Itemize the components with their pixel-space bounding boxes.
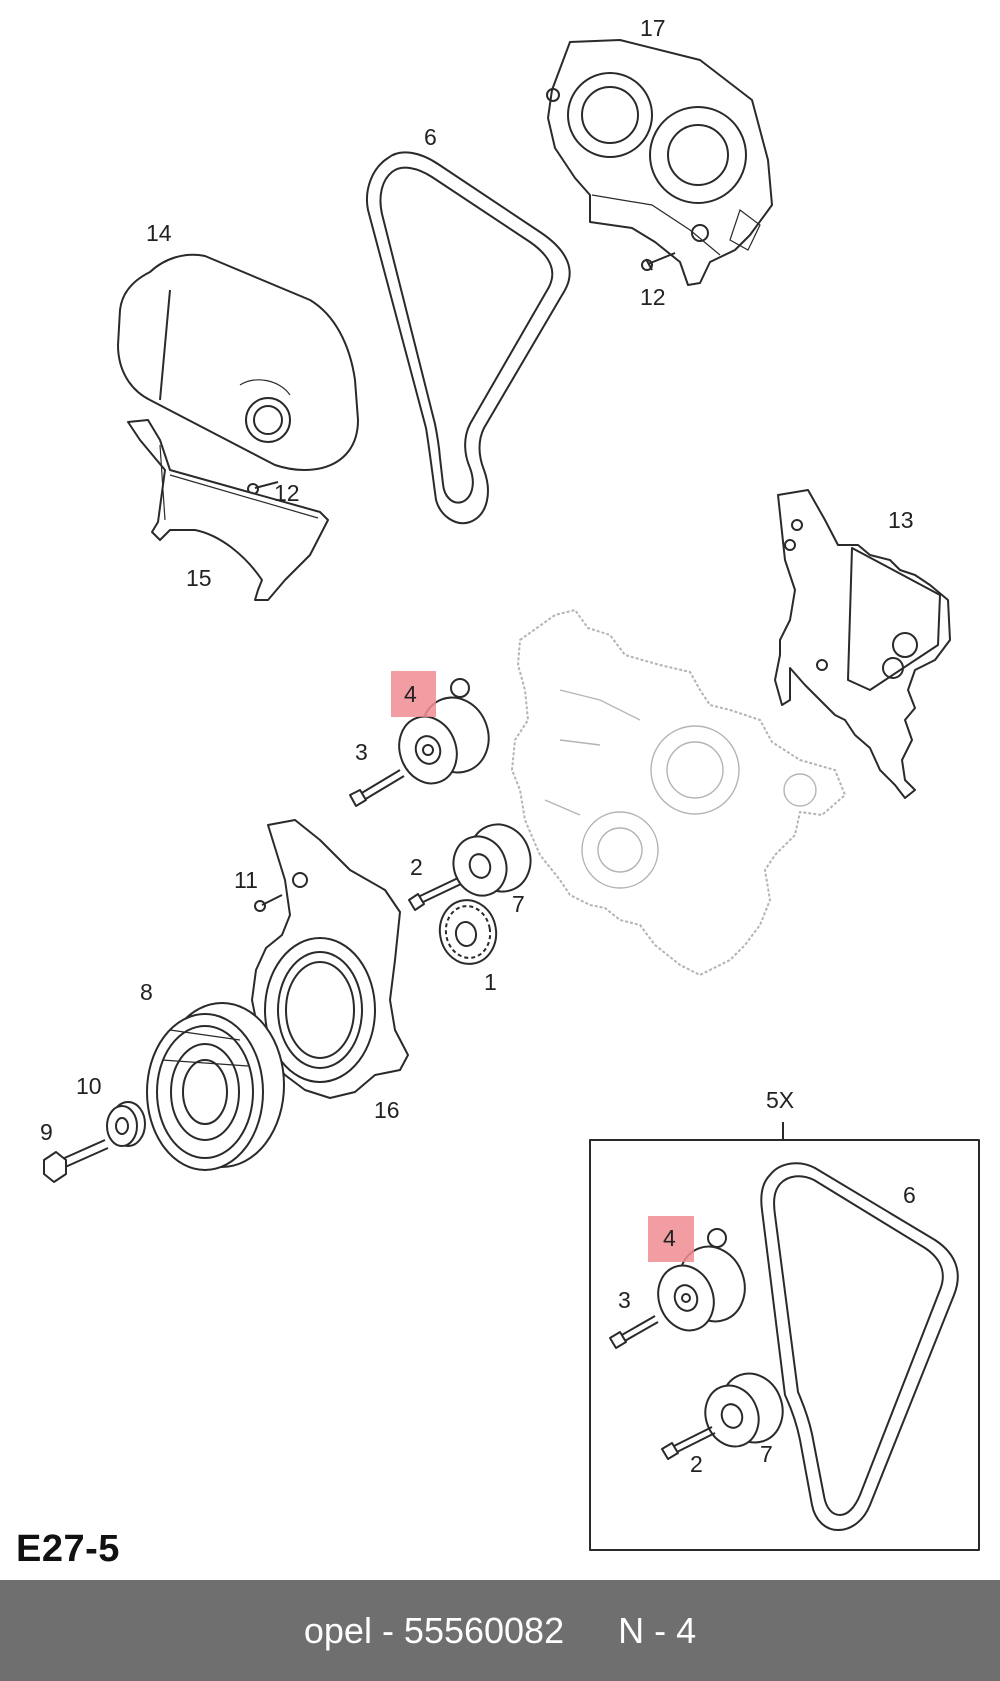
diagram-reference-code: E27-5 [16, 1528, 120, 1570]
callout-13: 13 [888, 507, 914, 533]
part-3-bolt [349, 769, 405, 807]
callout-1: 1 [484, 969, 497, 995]
footer-bar: opel - 55560082 N - 4 [0, 1580, 1000, 1681]
part-11-bolt [254, 894, 283, 912]
footer-position: N - 4 [618, 1609, 697, 1651]
part-13-gasket [774, 489, 951, 799]
part-12-bolt-upper [641, 252, 676, 271]
part-2-bolt [408, 877, 462, 911]
callout-17: 17 [640, 15, 666, 41]
exploded-parts-diagram: 17 6 14 12 12 13 15 4 3 2 11 7 1 8 10 16… [40, 15, 980, 1551]
callout-9: 9 [40, 1119, 53, 1145]
callout-labels: 17 6 14 12 12 13 15 4 3 2 11 7 1 8 10 16… [40, 15, 916, 1477]
part-17-rear-timing-cover [546, 39, 773, 286]
callout-15: 15 [186, 565, 212, 591]
part-9-crank-bolt [43, 1139, 109, 1183]
part-16-seal-housing [251, 819, 409, 1099]
part-4-highlight [391, 671, 436, 717]
kit-callout-6: 6 [903, 1182, 916, 1208]
callout-6: 6 [424, 124, 437, 150]
footer-brand-part-number: opel - 55560082 [303, 1609, 565, 1651]
kit-part-7-idler-pulley [704, 1372, 784, 1448]
part-7-idler-pulley [452, 823, 532, 897]
kit-callout-3: 3 [618, 1287, 631, 1313]
kit-part-2-bolt [661, 1426, 716, 1460]
part-8-crank-pulley [146, 1002, 285, 1171]
callout-10: 10 [76, 1073, 102, 1099]
callout-3: 3 [355, 739, 368, 765]
kit-box-5x [589, 1122, 980, 1551]
callout-14: 14 [146, 220, 172, 246]
part-4-tensioner [398, 678, 490, 785]
kit-part-4-highlight [648, 1216, 694, 1262]
callout-4: 4 [404, 681, 417, 707]
kit-callout-4: 4 [663, 1225, 676, 1251]
callout-8: 8 [140, 979, 153, 1005]
callout-12-upper: 12 [640, 284, 666, 310]
callout-16: 16 [374, 1097, 400, 1123]
kit-callout-7: 7 [760, 1441, 773, 1467]
part-15-lower-timing-guard [127, 419, 329, 601]
part-10-washer [106, 1101, 146, 1147]
part-6-timing-belt [366, 151, 571, 525]
part-1-crank-sprocket [438, 899, 498, 965]
part-14-front-timing-cover [117, 253, 359, 472]
callout-12-middle: 12 [274, 480, 300, 506]
kit-part-6-timing-belt [760, 1162, 959, 1531]
callout-7: 7 [512, 891, 525, 917]
kit-part-3-bolt [609, 1315, 659, 1349]
engine-block-ghost [511, 609, 846, 976]
callout-5x: 5X [766, 1087, 794, 1113]
kit-part-4-tensioner [657, 1228, 746, 1332]
kit-callout-2: 2 [690, 1451, 703, 1477]
callout-2: 2 [410, 854, 423, 880]
callout-11: 11 [234, 867, 258, 893]
